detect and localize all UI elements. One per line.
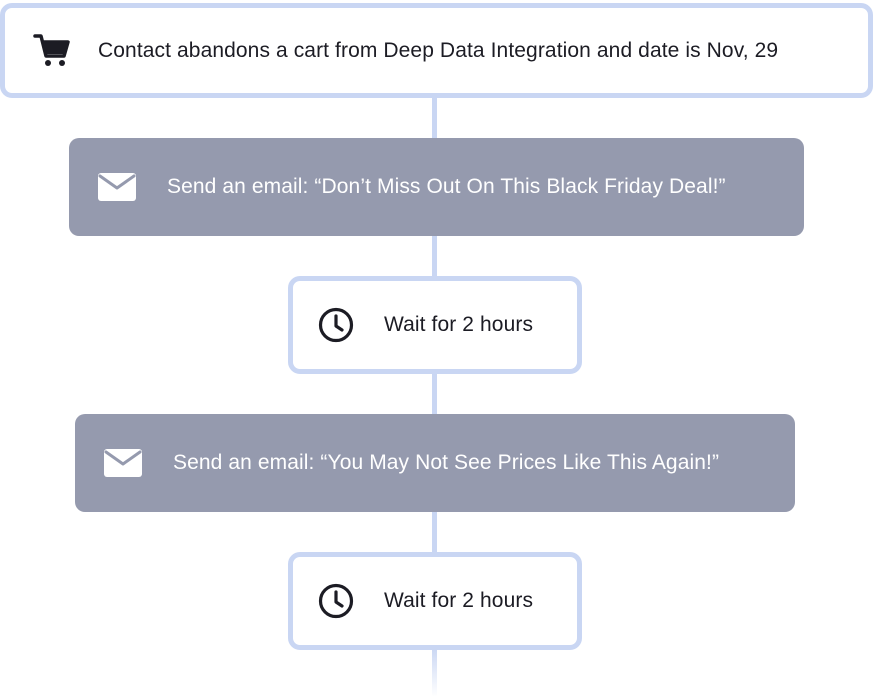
send-email-label: Send an email: “Don’t Miss Out On This B…: [167, 175, 726, 198]
clock-icon: [317, 583, 355, 619]
connector-line: [432, 234, 437, 279]
wait-label: Wait for 2 hours: [384, 313, 534, 336]
connector-line: [432, 95, 437, 140]
send-email-step[interactable]: Send an email: “Don’t Miss Out On This B…: [69, 138, 804, 236]
send-email-step[interactable]: Send an email: “You May Not See Prices L…: [75, 414, 795, 512]
shopping-cart-icon: [32, 33, 72, 69]
connector-line: [432, 510, 437, 555]
send-email-label: Send an email: “You May Not See Prices L…: [173, 451, 720, 474]
trigger-label: Contact abandons a cart from Deep Data I…: [98, 38, 779, 62]
wait-step[interactable]: Wait for 2 hours: [288, 552, 582, 650]
trigger-node[interactable]: Contact abandons a cart from Deep Data I…: [0, 3, 873, 98]
clock-icon: [317, 307, 355, 343]
wait-step[interactable]: Wait for 2 hours: [288, 276, 582, 374]
envelope-icon: [104, 449, 142, 477]
connector-line: [432, 371, 437, 416]
envelope-icon: [98, 173, 136, 201]
wait-label: Wait for 2 hours: [384, 589, 534, 612]
connector-line: [432, 647, 437, 697]
